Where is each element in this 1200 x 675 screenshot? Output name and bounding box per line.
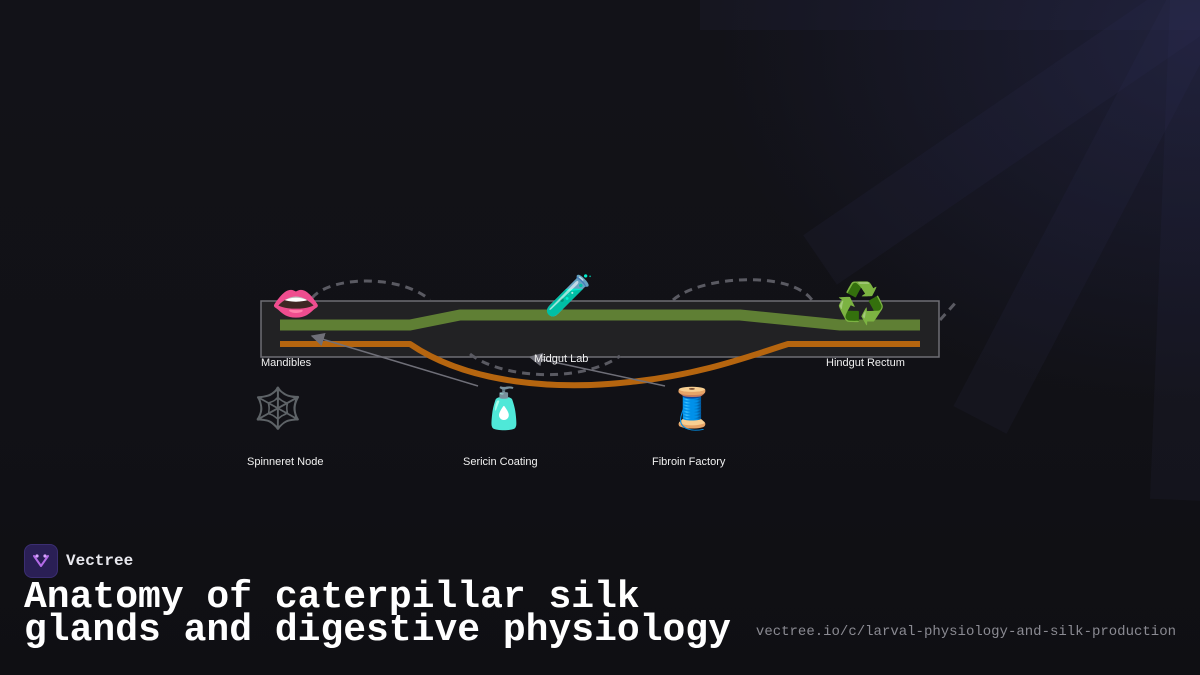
lotion-bottle-icon: 🧴 <box>479 386 529 432</box>
page-title: Anatomy of caterpillar silk glands and d… <box>24 576 731 652</box>
dashed-arc-right <box>672 278 814 302</box>
arrow-fibroin-to-midgut <box>528 352 666 387</box>
brand[interactable]: Vectree <box>24 544 133 578</box>
dashed-arc-bottom <box>469 352 621 377</box>
arrow-sericin-to-mandibles <box>310 333 479 387</box>
source-url[interactable]: vectree.io/c/larval-physiology-and-silk-… <box>755 624 1176 640</box>
mouth-icon: 👄 <box>271 281 321 327</box>
thread-spool-icon: 🧵 <box>667 386 717 432</box>
node-label-mandibles: Mandibles <box>261 357 312 369</box>
dashed-arc-tail <box>938 298 960 322</box>
vectree-logo-icon <box>24 544 58 578</box>
node-label-sericin-coating: Sericin Coating <box>463 456 538 468</box>
gut-tract <box>280 309 920 331</box>
node-label-hindgut-rectum: Hindgut Rectum <box>826 357 905 369</box>
test-tube-icon: 🧪 <box>544 273 594 319</box>
node-label-midgut-lab: Midgut Lab <box>534 353 589 365</box>
brand-name: Vectree <box>66 552 134 570</box>
dashed-arc-left <box>310 279 431 302</box>
recycle-icon: ♻️ <box>836 281 886 327</box>
silk-tract <box>280 341 920 389</box>
spider-web-icon: 🕸️ <box>253 386 303 432</box>
node-label-spinneret-node: Spinneret Node <box>247 456 324 468</box>
node-label-fibroin-factory: Fibroin Factory <box>652 456 726 468</box>
